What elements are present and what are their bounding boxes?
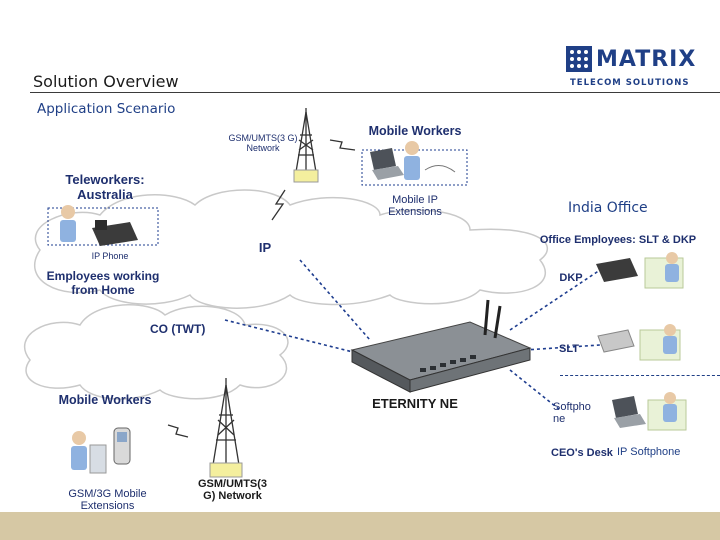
india-office-divider xyxy=(560,375,720,376)
tower-top-base xyxy=(293,169,319,183)
matrix-logo-icon xyxy=(566,46,592,72)
ip-phone-label: IP Phone xyxy=(91,251,129,261)
matrix-logo: MATRIX TELECOM SOLUTIONS xyxy=(566,44,695,94)
cell-tower-top-icon xyxy=(295,108,317,173)
softphone-laptop-icon xyxy=(612,396,646,428)
eternity-ne-device-icon xyxy=(350,299,532,393)
employees-home-label: Employees working from Home xyxy=(46,269,160,297)
logo-name: MATRIX xyxy=(596,47,697,72)
cell-tower-bottom-icon xyxy=(212,378,240,466)
co-cloud xyxy=(23,304,289,400)
wireless-signal-icon-3 xyxy=(167,424,189,438)
eternity-ne-label: ETERNITY NE xyxy=(372,396,458,411)
tower-bottom-base xyxy=(209,462,243,478)
footer-bar xyxy=(0,512,720,540)
wireless-signal-icon-2 xyxy=(329,139,356,151)
dkp-person-icon xyxy=(644,252,684,289)
ip-phone-icon xyxy=(92,220,138,246)
ip-cloud-label: IP xyxy=(258,240,272,255)
link-eternity-to-slt xyxy=(524,344,601,351)
ip-cloud xyxy=(33,189,549,309)
gsm-network-top-label: GSM/UMTS(3 G) Network xyxy=(228,133,298,153)
mobile-worker-bottom-icon xyxy=(71,431,107,474)
laptop-top-icon xyxy=(370,148,404,180)
ceo-person-icon xyxy=(647,392,687,431)
ip-softphone-label: IP Softphone xyxy=(617,446,681,458)
mobile-phone-icon xyxy=(113,427,131,465)
page-subtitle: Application Scenario xyxy=(37,101,176,117)
handset-cord-icon xyxy=(424,165,456,173)
link-eternity-to-softphone xyxy=(509,369,561,411)
mobile-ip-extensions-label: Mobile IP Extensions xyxy=(388,194,442,218)
slt-person-icon xyxy=(639,324,681,361)
office-employees-label: Office Employees: SLT & DKP xyxy=(539,234,697,246)
india-office-label: India Office xyxy=(568,200,648,216)
ceo-desk-label: CEO's Desk xyxy=(551,447,613,459)
slt-label: SLT xyxy=(559,343,579,355)
dkp-label: DKP xyxy=(559,272,583,284)
slt-phone-icon xyxy=(597,329,635,353)
mobile-workers-top-label: Mobile Workers xyxy=(368,124,462,138)
co-cloud-label: CO (TWT) xyxy=(150,322,206,336)
softphone-label: Softpho ne xyxy=(553,401,591,425)
teleworkers-label: Teleworkers: Australia xyxy=(65,172,145,202)
link-eternity-to-dkp xyxy=(509,269,601,331)
mobile-worker-top-icon xyxy=(404,141,420,180)
dkp-phone-icon xyxy=(596,258,638,282)
link-co-to-eternity xyxy=(224,319,366,356)
wireless-signal-icon xyxy=(271,189,286,221)
logo-tagline: TELECOM SOLUTIONS xyxy=(570,78,690,88)
page-title: Solution Overview xyxy=(33,72,179,91)
mobile-workers-bottom-label: Mobile Workers xyxy=(58,393,152,407)
header-divider xyxy=(30,92,720,93)
gsm-network-bottom-label: GSM/UMTS(3 G) Network xyxy=(197,478,268,502)
teleworker-person-icon xyxy=(60,205,76,242)
gsm-3g-extensions-label: GSM/3G Mobile Extensions xyxy=(68,488,147,512)
